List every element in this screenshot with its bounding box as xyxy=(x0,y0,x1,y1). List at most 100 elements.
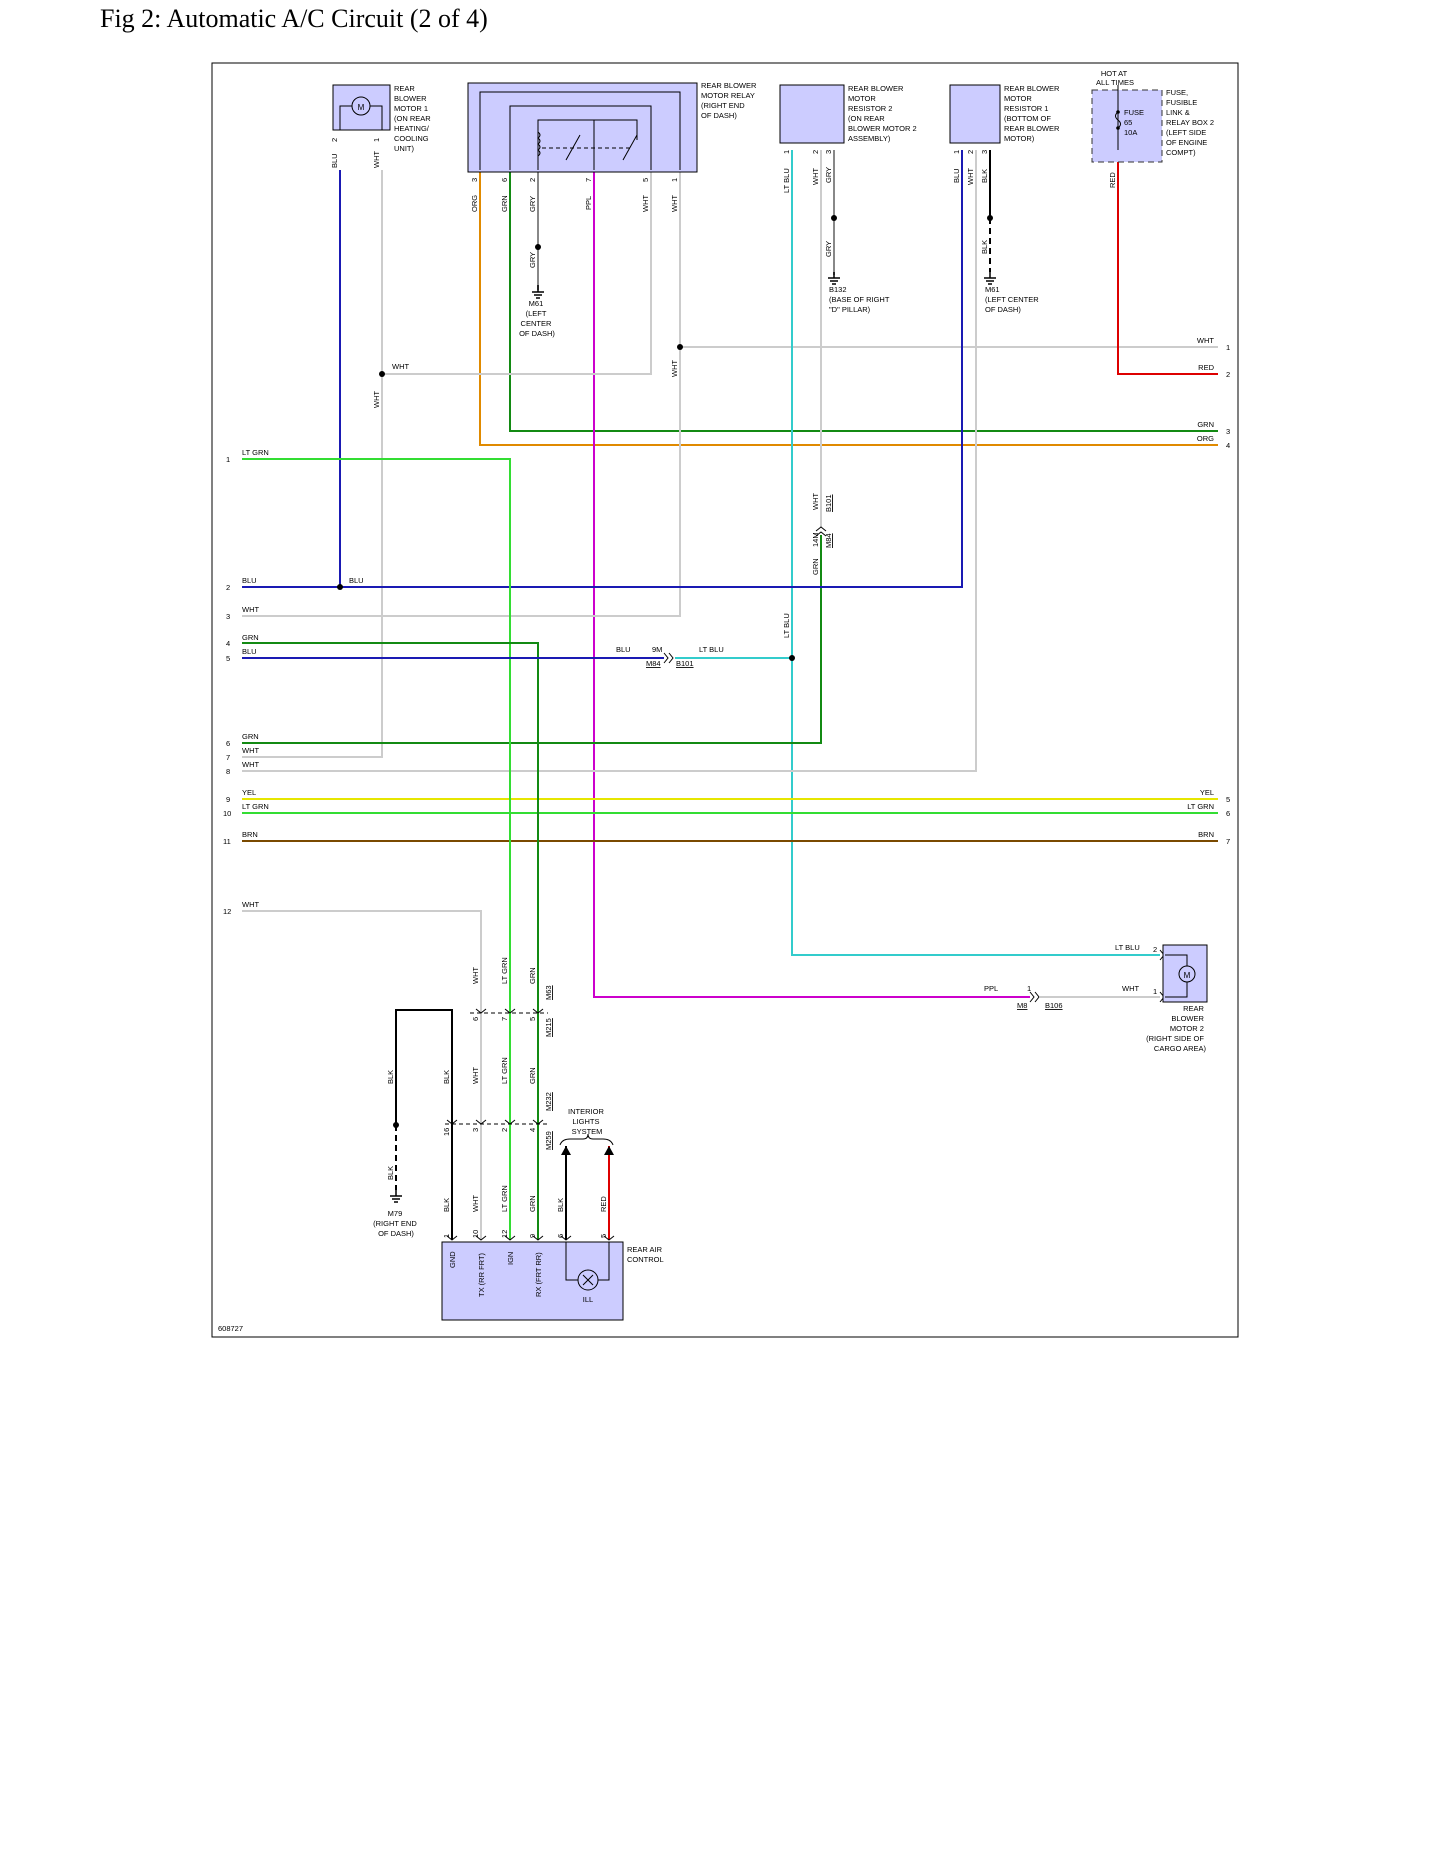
junction-dot xyxy=(677,344,683,350)
wire-grn-resistor2 xyxy=(242,535,822,744)
diagram-frame xyxy=(211,62,1239,1338)
ground-label-m79: (RIGHT END xyxy=(373,1219,417,1228)
figure-id: 608727 xyxy=(218,1324,243,1333)
connector-ids: M84 B101 B101 M84 M63 M215 M232 M259 M8 … xyxy=(544,494,1063,1150)
wire-label: BLU xyxy=(330,153,339,168)
connector-id: B101 xyxy=(824,494,833,512)
interior-lights-label: INTERIOR xyxy=(568,1107,604,1116)
arrow-up-icon xyxy=(561,1146,571,1155)
left-edge-number: 5 xyxy=(226,654,230,663)
pin-number: 1 xyxy=(1027,984,1031,993)
rac-pin-gnd: GND xyxy=(448,1251,457,1268)
svg-text:REAR BLOWER MOTOR: REAR BLOWER MOTOR RESISTOR 2 (ON REAR BL… xyxy=(848,84,919,143)
pin-number: 7 xyxy=(500,1017,509,1021)
junction-dots xyxy=(337,215,993,1128)
fuse-box-label: COMPT) xyxy=(1166,148,1196,157)
left-edge-label: YEL xyxy=(242,788,256,797)
motor1-label: (ON REAR xyxy=(394,114,431,123)
wire-label: LT BLU xyxy=(782,613,791,638)
wire-label: WHT xyxy=(372,391,381,408)
right-edge-number: 1 xyxy=(1226,343,1230,352)
left-edge-label: BLU xyxy=(242,576,257,585)
right-edge-number: 3 xyxy=(1226,427,1230,436)
fuse-box-label: FUSIBLE xyxy=(1166,98,1197,107)
motor1-label: HEATING/ xyxy=(394,124,430,133)
connector-id: M63 xyxy=(544,985,553,1000)
ill-wiring xyxy=(565,1242,610,1281)
ill-lamp-filament xyxy=(582,1274,594,1286)
motor2-label: REAR xyxy=(1183,1004,1204,1013)
motor1-symbol: M xyxy=(358,103,365,112)
connector-id: M8 xyxy=(1017,1001,1027,1010)
motor1-box xyxy=(332,84,391,131)
ground-label-m61-a: OF DASH) xyxy=(519,329,555,338)
rear-air-control-box xyxy=(441,1241,624,1321)
wire-label: BLK xyxy=(386,1070,395,1084)
motor2-label: (RIGHT SIDE OF xyxy=(1146,1034,1204,1043)
left-edge-number: 8 xyxy=(226,767,230,776)
resistor1-box xyxy=(949,84,1001,144)
wire-label: GRN xyxy=(811,558,820,575)
wire-label: BLK xyxy=(556,1198,565,1212)
fuse-terminal xyxy=(1116,126,1120,130)
ground-symbol-m79 xyxy=(390,1190,402,1203)
pin-number: 7 xyxy=(584,178,593,182)
left-edge-label: WHT xyxy=(242,746,259,755)
wire-label: GRN xyxy=(528,1195,537,1212)
right-edge-number: 4 xyxy=(1226,441,1230,450)
rear-air-control-label: REAR AIR xyxy=(627,1245,663,1254)
ground-label-m61-a: M61 xyxy=(529,299,544,308)
rear-air-control-label: CONTROL xyxy=(627,1255,664,1264)
wire-red-fuse xyxy=(1117,150,1218,375)
wire-wht-resistor1 xyxy=(242,150,977,772)
relay-label: OF DASH) xyxy=(701,111,737,120)
relay-coil xyxy=(537,131,541,157)
wire-label: LT BLU xyxy=(699,645,724,654)
wire-label: BLK xyxy=(980,169,989,183)
pin-number: 3 xyxy=(824,150,833,154)
wire-label: GRN xyxy=(528,1067,537,1084)
wire-grn-relay xyxy=(509,172,1218,432)
right-edge-number: 6 xyxy=(1226,809,1230,818)
wire-label: WHT xyxy=(471,967,480,984)
fuse-terminal xyxy=(1116,110,1120,114)
svg-text:REAR AIR CONTROL: REAR AIR CONTROL xyxy=(627,1245,664,1264)
wire-label: BLK xyxy=(442,1198,451,1212)
svg-text:B132 (BASE OF RIGHT "D: B132 (BASE OF RIGHT "D" PILLAR) xyxy=(829,285,891,314)
pin-number: 12 xyxy=(500,1230,509,1238)
wire-label: WHT xyxy=(811,493,820,510)
ground-symbols xyxy=(390,272,996,1203)
wires xyxy=(242,150,1218,1240)
wire-label: BLK xyxy=(980,240,989,254)
right-edge-label: RED xyxy=(1198,363,1214,372)
interior-lights-system: INTERIOR LIGHTS SYSTEM xyxy=(559,1107,614,1155)
wire-label: WHT xyxy=(641,195,650,212)
connector-id: B101 xyxy=(676,659,694,668)
wire-label: WHT xyxy=(811,168,820,185)
connector-id: M232 xyxy=(544,1092,553,1111)
rear-blower-motor-1: M REAR BLOWER MOTOR 1 (ON REAR HEATING/ … xyxy=(332,84,431,153)
wire-label: PPL xyxy=(984,984,998,993)
relay-box xyxy=(467,82,698,173)
wire-label: GRY xyxy=(528,252,537,268)
motor2-label: BLOWER xyxy=(1171,1014,1204,1023)
ground-label-m61-a: (LEFT xyxy=(526,309,547,318)
left-edge-number: 7 xyxy=(226,753,230,762)
ground-label-b132: "D" PILLAR) xyxy=(829,305,871,314)
motor2-label: CARGO AREA) xyxy=(1154,1044,1207,1053)
wire-org-relay xyxy=(479,172,1218,446)
motor2-leads xyxy=(1165,954,1188,998)
wire-label: WHT xyxy=(392,362,409,371)
resistor2-label: MOTOR xyxy=(848,94,876,103)
left-edge-number: 1 xyxy=(226,455,230,464)
left-edge-label: WHT xyxy=(242,605,259,614)
rear-air-control: ILL GND TX (RR FRT) IGN RX (FRT RR) REAR… xyxy=(441,1241,664,1321)
pin-number: 3 xyxy=(980,150,989,154)
pin-number: 2 xyxy=(330,138,339,142)
motor1-label: MOTOR 1 xyxy=(394,104,428,113)
right-edge-number: 7 xyxy=(1226,837,1230,846)
left-edge-label: WHT xyxy=(242,900,259,909)
junction-dot xyxy=(535,244,541,250)
wire-wht-relay-1 xyxy=(242,172,681,617)
